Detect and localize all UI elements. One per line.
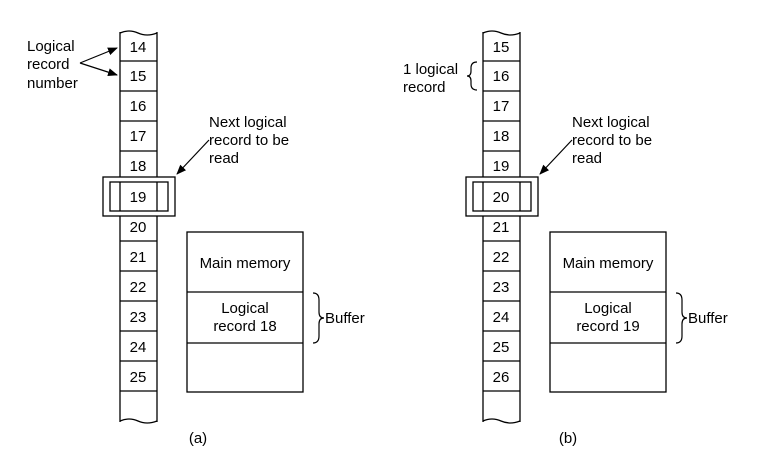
buffer-record-line: record 18 (213, 318, 276, 335)
tape-record-number: 18 (493, 128, 510, 145)
tape-record-number: 21 (130, 249, 147, 266)
svg-text:Next logical: Next logical (572, 114, 650, 131)
tape-record-number: 16 (130, 98, 147, 115)
one-logical-record-label: 1 logical record (403, 61, 458, 96)
tape-record-number: 21 (493, 219, 510, 236)
tape-record-number: 14 (130, 39, 147, 56)
svg-text:number: number (27, 75, 78, 92)
next-record-arrow (176, 139, 210, 175)
next-record-arrow (539, 139, 573, 175)
next-record-label: Next logical record to be read (572, 114, 652, 167)
read-head-b (465, 176, 539, 217)
buffer-brace-b (675, 292, 688, 344)
logical-record-number-label: Logical record number (27, 38, 78, 92)
tape-record-number: 23 (493, 279, 510, 296)
tape-record-number: 22 (493, 249, 510, 266)
svg-text:record to be: record to be (209, 132, 289, 149)
svg-text:record: record (27, 56, 70, 73)
caption-b: (b) (559, 430, 577, 447)
tape-record-number: 20 (130, 219, 147, 236)
tape-a: 14 15 16 17 18 19 20 21 22 23 24 25 (119, 30, 158, 424)
main-memory-b: Main memory Logical record 19 (549, 231, 667, 393)
tape-record-number: 17 (130, 128, 147, 145)
buffer-label: Buffer (688, 310, 728, 327)
svg-text:Next logical: Next logical (209, 114, 287, 131)
caption-a: (a) (189, 430, 207, 447)
svg-text:Logical: Logical (27, 38, 75, 55)
tape-record-number: 19 (493, 158, 510, 175)
tape-record-number: 18 (130, 158, 147, 175)
svg-text:read: read (209, 150, 239, 167)
main-memory-label: Main memory (200, 255, 291, 272)
buffer-record-line: record 19 (576, 318, 639, 335)
svg-text:1 logical: 1 logical (403, 61, 458, 78)
tape-record-number: 22 (130, 279, 147, 296)
tape-record-number: 17 (493, 98, 510, 115)
tape-b: 15 16 17 18 19 20 21 22 23 24 25 26 (482, 30, 521, 424)
panel-b: 15 16 17 18 19 20 21 22 23 24 25 26 20 1… (403, 30, 728, 447)
svg-text:read: read (572, 150, 602, 167)
buffer-brace-a (312, 292, 325, 344)
main-memory-label: Main memory (563, 255, 654, 272)
head-record-number: 19 (130, 189, 147, 206)
tape-record-number: 25 (130, 369, 147, 386)
tape-record-number: 24 (493, 309, 510, 326)
record-brace-b (466, 61, 478, 91)
panel-a: 14 15 16 17 18 19 20 21 22 23 24 25 19 L… (27, 30, 365, 447)
read-head-a (102, 176, 176, 217)
tape-record-number: 25 (493, 339, 510, 356)
tape-record-number: 23 (130, 309, 147, 326)
tape-record-number: 15 (130, 68, 147, 85)
svg-text:record: record (403, 79, 446, 96)
tape-record-number: 16 (493, 68, 510, 85)
record-number-arrows (79, 47, 118, 77)
buffer-label: Buffer (325, 310, 365, 327)
svg-text:record to be: record to be (572, 132, 652, 149)
next-record-label: Next logical record to be read (209, 114, 289, 167)
tape-record-number: 24 (130, 339, 147, 356)
buffer-record-line: Logical (221, 300, 269, 317)
tape-record-number: 26 (493, 369, 510, 386)
head-record-number: 20 (493, 189, 510, 206)
main-memory-a: Main memory Logical record 18 (186, 231, 304, 393)
buffer-record-line: Logical (584, 300, 632, 317)
tape-record-number: 15 (493, 39, 510, 56)
